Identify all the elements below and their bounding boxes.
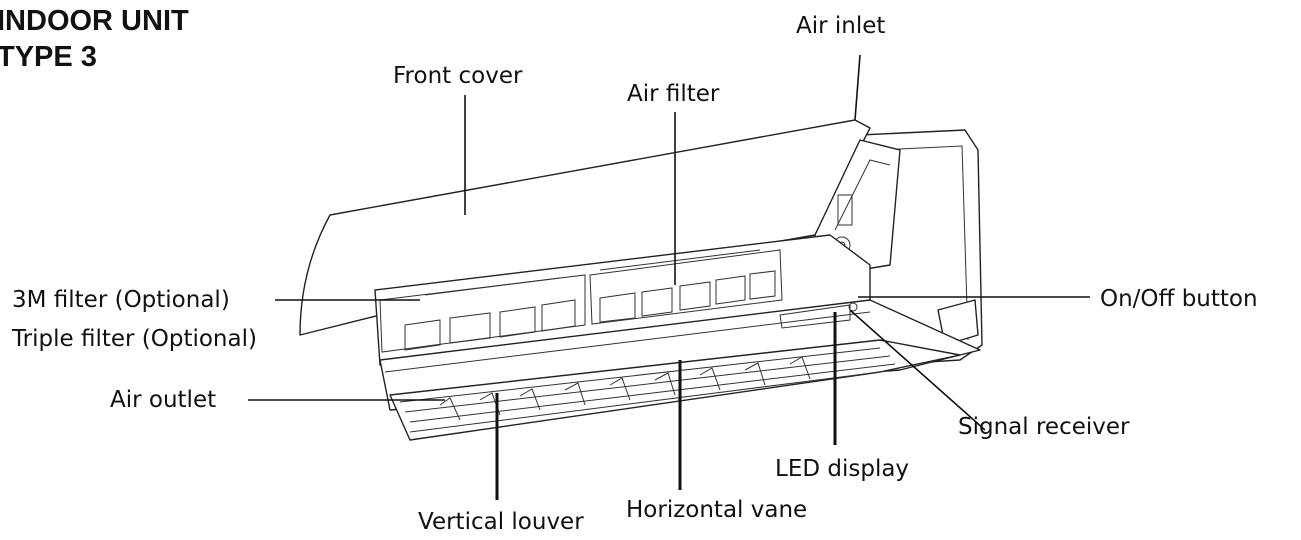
label-air-filter: Air filter <box>627 81 720 107</box>
label-horizontal-vane: Horizontal vane <box>626 497 808 523</box>
heading-line-1: INDOOR UNIT <box>0 5 189 37</box>
label-led-display: LED display <box>775 456 910 482</box>
label-3m-filter: 3M filter (Optional) <box>12 287 230 313</box>
label-air-outlet: Air outlet <box>110 387 217 413</box>
label-on-off-button: On/Off button <box>1100 286 1258 312</box>
label-front-cover: Front cover <box>393 63 523 89</box>
label-air-inlet: Air inlet <box>796 13 886 39</box>
label-signal-receiver: Signal receiver <box>958 414 1130 440</box>
heading-line-2: TYPE 3 <box>0 41 97 73</box>
label-vertical-louver: Vertical louver <box>418 509 584 535</box>
label-triple-filter: Triple filter (Optional) <box>12 326 257 352</box>
leader-air-inlet <box>854 54 861 121</box>
unit-chassis <box>374 234 871 366</box>
leader-signal-receiver <box>849 309 986 431</box>
